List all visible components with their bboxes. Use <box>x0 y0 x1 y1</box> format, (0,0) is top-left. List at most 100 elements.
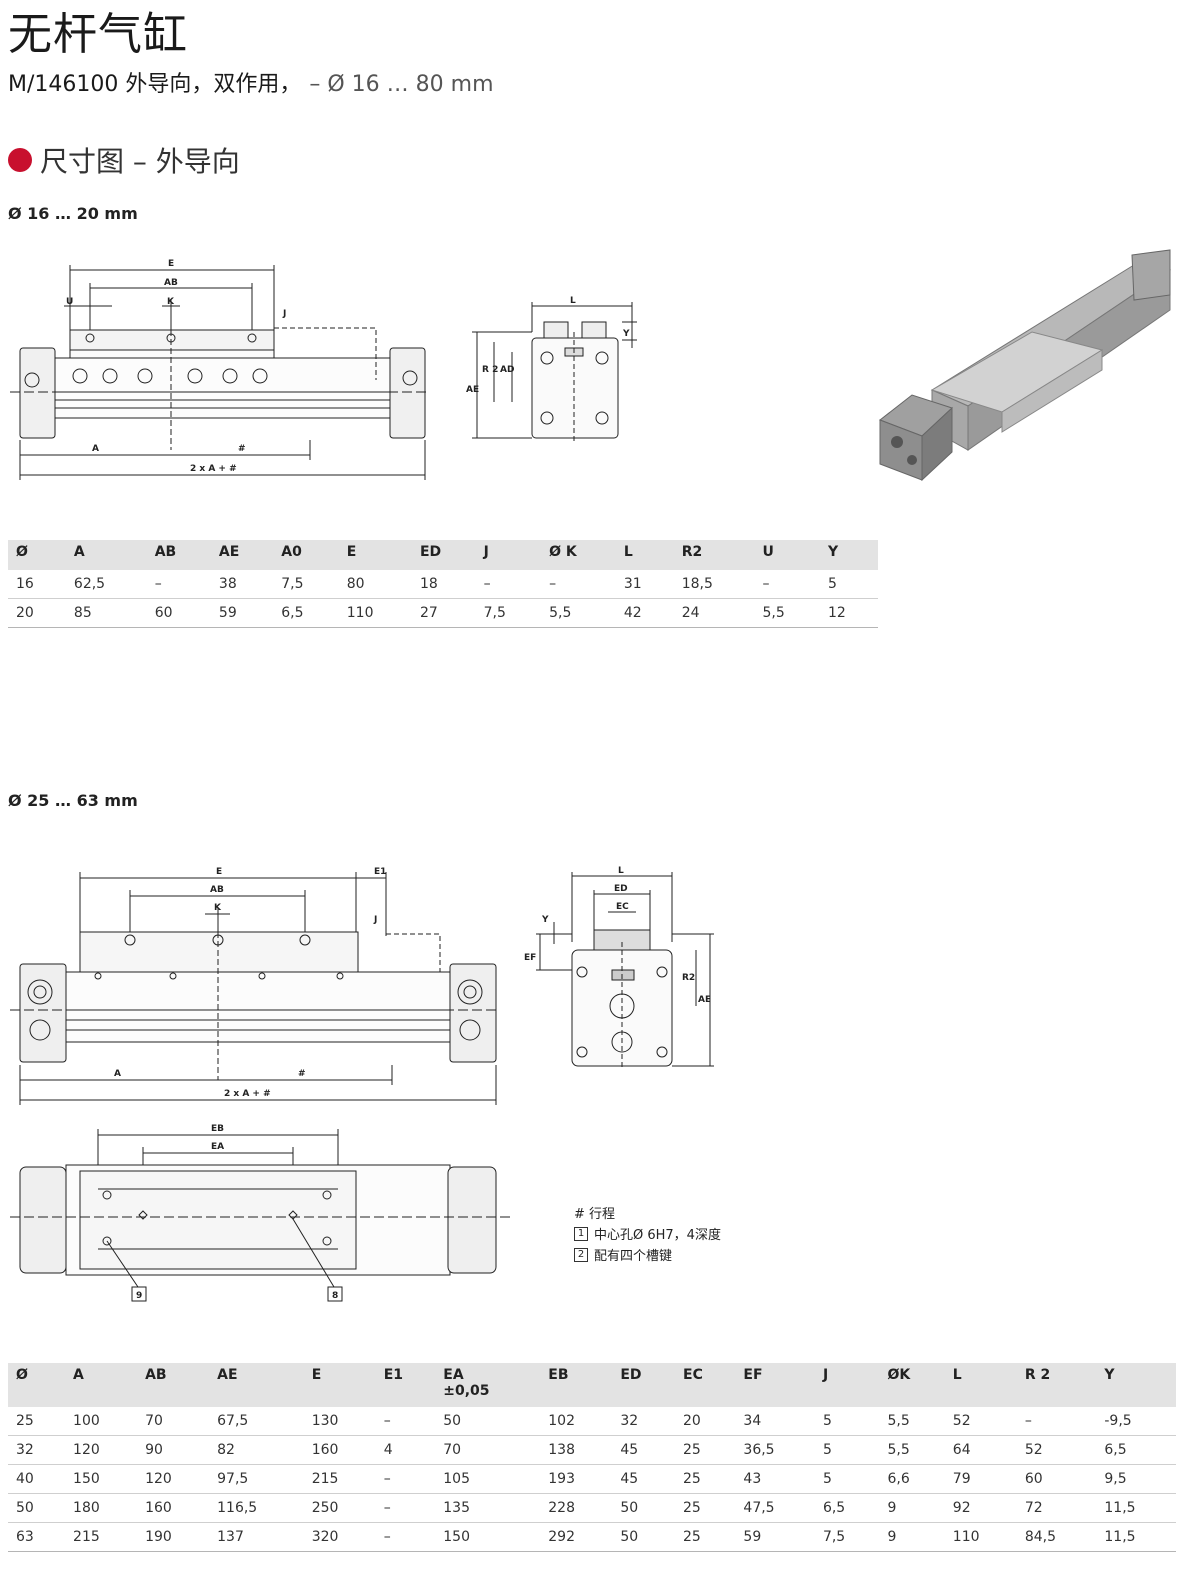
table-row: 50 180 160 116,5 250 – 135 228 50 25 47,… <box>8 1493 1176 1523</box>
dim-R2: R2 <box>682 973 695 983</box>
table-cell: 9 <box>879 1522 945 1552</box>
legend-item-2-text: 配有四个槽键 <box>594 1249 673 1264</box>
dim-J: J <box>282 309 286 319</box>
table-cell: 9 <box>879 1493 945 1523</box>
table-cell: 215 <box>303 1464 376 1494</box>
table-cell: 25 <box>675 1435 736 1465</box>
table-cell: 228 <box>540 1493 613 1523</box>
dim-Y: Y <box>622 329 630 339</box>
column-header: L <box>944 1363 1017 1407</box>
column-header: Y <box>1096 1363 1176 1407</box>
legend-stroke-text: # 行程 <box>574 1207 616 1222</box>
table-cell: 18 <box>411 570 476 599</box>
column-header: A <box>65 540 147 570</box>
table-cell: 5 <box>820 570 878 599</box>
dim-A: A <box>92 444 99 454</box>
table-cell: – <box>1016 1407 1097 1436</box>
table-cell: 5,5 <box>879 1407 945 1436</box>
column-header: EB <box>540 1363 613 1407</box>
table-cell: 160 <box>137 1493 210 1523</box>
table-cell: 6,5 <box>814 1493 880 1523</box>
dim-total: 2 x A + # <box>190 464 237 474</box>
drawing-small-end: L Y AE R 2 AD <box>466 296 637 442</box>
table-cell: – <box>375 1522 436 1552</box>
table-cell: 7,5 <box>273 570 339 599</box>
dim-stroke: # <box>298 1069 306 1079</box>
dim-E1: E1 <box>374 867 386 877</box>
table-cell: 180 <box>65 1493 138 1523</box>
table-cell: – <box>375 1407 436 1436</box>
table-cell: – <box>375 1493 436 1523</box>
column-header: AB <box>137 1363 210 1407</box>
column-header: EA ±0,05 <box>435 1363 541 1407</box>
table-cell: 5 <box>814 1435 880 1465</box>
column-header: ED <box>612 1363 675 1407</box>
column-header: A <box>65 1363 138 1407</box>
table-cell: 5 <box>814 1464 880 1494</box>
column-header: R 2 <box>1016 1363 1097 1407</box>
table-cell: 18,5 <box>673 570 755 599</box>
subtitle-range: – Ø 16 … 80 mm <box>309 72 494 97</box>
product-picture <box>878 249 1172 482</box>
table-cell: 25 <box>8 1407 66 1436</box>
table-cell: 7,5 <box>814 1522 880 1552</box>
table-cell: 138 <box>540 1435 613 1465</box>
table-cell: 24 <box>673 598 755 628</box>
table-cell: 31 <box>615 570 674 599</box>
table-cell: – <box>754 570 821 599</box>
dim-EF: EF <box>524 953 536 963</box>
column-header: R2 <box>673 540 755 570</box>
table-cell: 84,5 <box>1016 1522 1097 1552</box>
column-header: Ø K <box>541 540 616 570</box>
table-row: 63 215 190 137 320 – 150 292 50 25 59 7,… <box>8 1522 1176 1552</box>
table-cell: 6,6 <box>879 1464 945 1494</box>
table-cell: 16 <box>8 570 66 599</box>
dim-EA: EA <box>211 1142 224 1152</box>
table-cell: 100 <box>65 1407 138 1436</box>
table-cell: 62,5 <box>65 570 147 599</box>
dim-A: A <box>114 1069 121 1079</box>
table-cell: 45 <box>612 1435 675 1465</box>
dim-ED: ED <box>614 884 628 894</box>
table-cell: 5 <box>814 1407 880 1436</box>
size-label-small: Ø 16 … 20 mm <box>8 204 138 223</box>
table-row: 32 120 90 82 160 4 70 138 45 25 36,5 5 5… <box>8 1435 1176 1465</box>
column-header: Y <box>820 540 878 570</box>
column-header: U <box>754 540 821 570</box>
table-cell: 42 <box>615 598 674 628</box>
table-cell: 135 <box>435 1493 541 1523</box>
table-row: 40 150 120 97,5 215 – 105 193 45 25 43 5… <box>8 1464 1176 1494</box>
callout-9: 9 <box>136 1291 142 1301</box>
table-cell: 105 <box>435 1464 541 1494</box>
table-cell: 150 <box>65 1464 138 1494</box>
column-header: EF <box>735 1363 815 1407</box>
table-cell: 292 <box>540 1522 613 1552</box>
column-header: ED <box>411 540 476 570</box>
table-cell: 60 <box>1016 1464 1097 1494</box>
dim-AD: AD <box>500 365 514 375</box>
table-cell: 5,5 <box>879 1435 945 1465</box>
column-header: L <box>615 540 674 570</box>
table-cell: 110 <box>338 598 412 628</box>
table-cell: – <box>375 1464 436 1494</box>
table-cell: 82 <box>209 1435 304 1465</box>
table-cell: 32 <box>612 1407 675 1436</box>
red-bullet-icon <box>8 148 32 172</box>
table-cell: 50 <box>8 1493 66 1523</box>
table-cell: 79 <box>944 1464 1017 1494</box>
table-cell: 6,5 <box>1096 1435 1176 1465</box>
dim-stroke: # <box>238 444 246 454</box>
table-cell: 60 <box>146 598 211 628</box>
table-header-row: Ø A AB AE A0 E ED J Ø K L R2 U Y <box>8 540 878 570</box>
table-cell: 34 <box>735 1407 815 1436</box>
legend-item-1-text: 中心孔Ø 6H7，4深度 <box>594 1228 721 1243</box>
table-cell: 102 <box>540 1407 613 1436</box>
table-cell: 72 <box>1016 1493 1097 1523</box>
dim-EC: EC <box>616 902 629 912</box>
table-cell: 5,5 <box>541 598 616 628</box>
section-heading: 尺寸图 – 外导向 <box>8 142 240 178</box>
table-cell: 9,5 <box>1096 1464 1176 1494</box>
